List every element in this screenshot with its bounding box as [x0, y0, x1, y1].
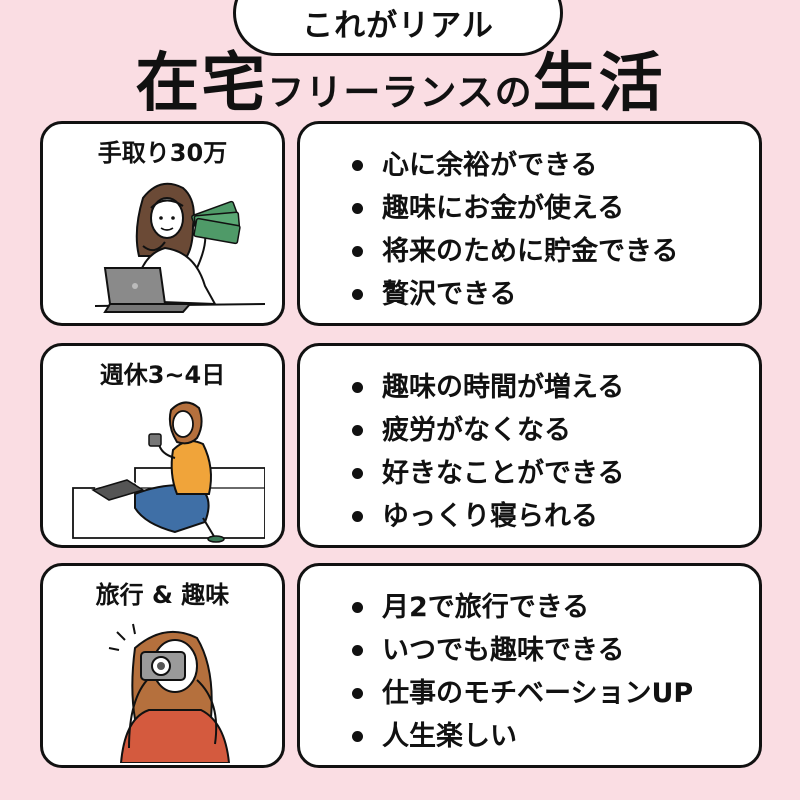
bullet-dot-icon — [352, 688, 363, 699]
header-tag-text: これがリアル — [302, 8, 494, 44]
bullet-item: 疲労がなくなる — [350, 409, 624, 452]
section-title-travel: 旅行 & 趣味 — [95, 581, 230, 609]
bullet-item: 仕事のモチベーションUP — [350, 672, 693, 715]
bullet-dot-icon — [352, 425, 363, 436]
section-points-holidays: 趣味の時間が増える 疲労がなくなる 好きなことができる ゆっくり寝られる — [297, 343, 762, 548]
title-part-1: 在宅 — [135, 47, 268, 121]
bullet-list-income: 心に余裕ができる 趣味にお金が使える 将来のために貯金できる 贅沢できる — [350, 144, 678, 316]
title-part-2: フリーランスの — [267, 71, 533, 114]
bullet-dot-icon — [352, 511, 363, 522]
illustration-woman-sofa-coffee — [72, 401, 265, 543]
section-card-income: 手取り30万 — [40, 121, 285, 326]
title-part-3: 生活 — [532, 47, 665, 121]
bullet-item: 人生楽しい — [350, 715, 693, 758]
bullet-item: 月2で旅行できる — [350, 586, 693, 629]
bullet-dot-icon — [352, 731, 363, 742]
section-points-travel: 月2で旅行できる いつでも趣味できる 仕事のモチベーションUP 人生楽しい — [297, 563, 762, 768]
bullet-item: 将来のために貯金できる — [350, 230, 678, 273]
bullet-dot-icon — [352, 468, 363, 479]
header-tag-pill — [233, 0, 563, 56]
bullet-dot-icon — [352, 645, 363, 656]
bullet-dot-icon — [352, 289, 363, 300]
bullet-item: 趣味にお金が使える — [350, 187, 678, 230]
section-card-holidays: 週休3~4日 — [40, 343, 285, 548]
bullet-dot-icon — [352, 203, 363, 214]
bullet-item: 趣味の時間が増える — [350, 366, 624, 409]
section-points-income: 心に余裕ができる 趣味にお金が使える 将来のために貯金できる 贅沢できる — [297, 121, 762, 326]
bullet-item: ゆっくり寝られる — [350, 495, 624, 538]
page-title: 在宅フリーランスの生活 — [0, 44, 800, 140]
bullet-list-travel: 月2で旅行できる いつでも趣味できる 仕事のモチベーションUP 人生楽しい — [350, 586, 693, 758]
bullet-dot-icon — [352, 382, 363, 393]
bullet-item: 好きなことができる — [350, 452, 624, 495]
bullet-item: いつでも趣味できる — [350, 629, 693, 672]
section-title-income: 手取り30万 — [97, 139, 228, 167]
bullet-item: 贅沢できる — [350, 273, 678, 316]
section-card-travel: 旅行 & 趣味 — [40, 563, 285, 768]
illustration-woman-camera — [108, 623, 231, 763]
bullet-dot-icon — [352, 246, 363, 257]
bullet-item: 心に余裕ができる — [350, 144, 678, 187]
section-title-holidays: 週休3~4日 — [99, 361, 226, 389]
illustration-woman-laptop-money — [94, 182, 265, 313]
bullet-dot-icon — [352, 602, 363, 613]
bullet-list-holidays: 趣味の時間が増える 疲労がなくなる 好きなことができる ゆっくり寝られる — [350, 366, 624, 538]
bullet-dot-icon — [352, 160, 363, 171]
